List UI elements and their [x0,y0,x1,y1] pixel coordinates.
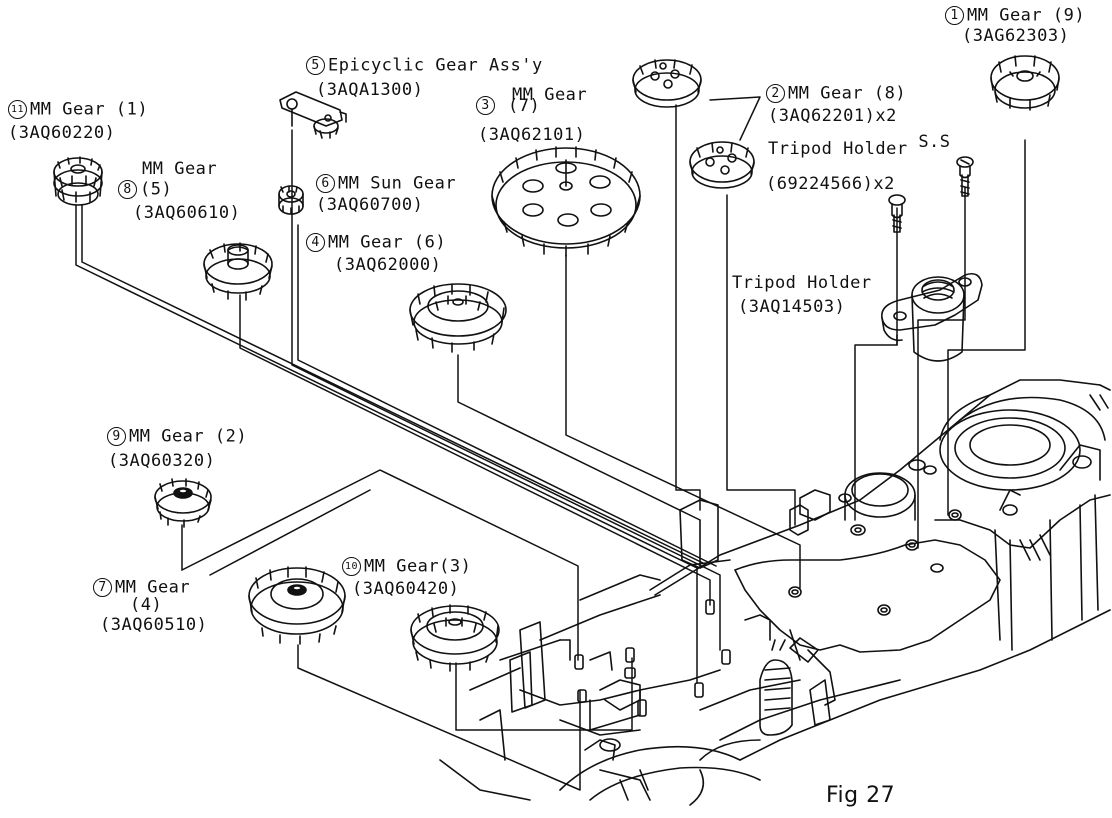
part-code-9: (3AQ60320) [108,451,216,471]
gear-mm-7 [491,146,641,257]
part-name: MM Gear (8) [788,83,907,104]
gear-mm-3 [410,604,500,672]
part-code-1: (3AG62303) [962,26,1070,46]
part-code-2: (3AQ62201)x2 [768,106,897,126]
tripod-holder-ss-label: Tripod Holder S.S [768,133,951,159]
part-code-4: (3AQ62000) [334,255,442,275]
tripod-holder-part [881,272,983,362]
mm-sun-gear [278,185,304,215]
part-name: MM Gear (9) [967,5,1086,26]
callout-8: 8(5) [118,180,172,200]
part-sub: (7) [508,95,541,116]
part-code-10: (3AQ60420) [352,579,460,599]
callout-number: 10 [342,557,361,576]
callout-3-name: MM Gear [512,85,588,105]
part-sub: (5) [140,179,173,200]
callout-number: 9 [107,427,126,446]
part-name: MM Gear (1) [30,99,149,120]
part-name: MM Gear [115,577,191,598]
part-name: MM Gear(3) [364,556,472,577]
part-code-5: (3AQA1300) [316,80,424,100]
gear-mm-4 [248,566,346,645]
callout-number: 6 [316,174,335,193]
gear-mm-5 [203,242,273,301]
tripod-holder-screws [888,156,974,233]
callout-number: 1 [945,6,964,25]
gear-mm-8-lower [689,141,755,189]
tripod-holder-ss-code: (69224566)x2 [766,174,895,194]
callout-number: 11 [8,100,27,119]
callout-number: 2 [766,84,785,103]
part-code-3: (3AQ62101) [478,125,586,145]
gear-mm-9 [990,55,1060,111]
figure-label: Fig 27 [826,783,896,808]
tripod-holder-label: Tripod Holder [732,273,872,293]
gear-mm-8-upper [632,59,702,108]
epicyclic-gear-assy [279,91,347,139]
part-sub-7: (4) [130,595,163,615]
callout-number: 8 [118,180,137,199]
part-name: Tripod Holder [768,139,908,159]
callout-number: 4 [306,233,325,252]
part-name: MM Gear (6) [328,232,447,253]
part-code-8: (3AQ60610) [133,203,241,223]
part-code-7: (3AQ60510) [100,615,208,635]
callout-3: 3 (7) [476,96,540,116]
tripod-holder-code: (3AQ14503) [738,297,846,317]
leader-lines [75,96,1026,791]
camera-chassis [439,379,1111,806]
part-name: MM Gear (2) [129,426,248,447]
callout-number: 5 [306,56,325,75]
callout-8-name: MM Gear [142,159,218,179]
part-code-11: (3AQ60220) [8,123,116,143]
gear-mm-1 [53,156,103,206]
gear-mm-6 [409,283,507,353]
part-name: Epicyclic Gear Ass'y [328,55,543,76]
part-suffix: S.S [918,132,951,152]
callout-number: 7 [93,578,112,597]
callout-number: 3 [476,96,495,115]
part-name: MM Sun Gear [338,173,457,194]
part-code-6: (3AQ60700) [316,195,424,215]
gear-mm-2 [154,478,212,528]
